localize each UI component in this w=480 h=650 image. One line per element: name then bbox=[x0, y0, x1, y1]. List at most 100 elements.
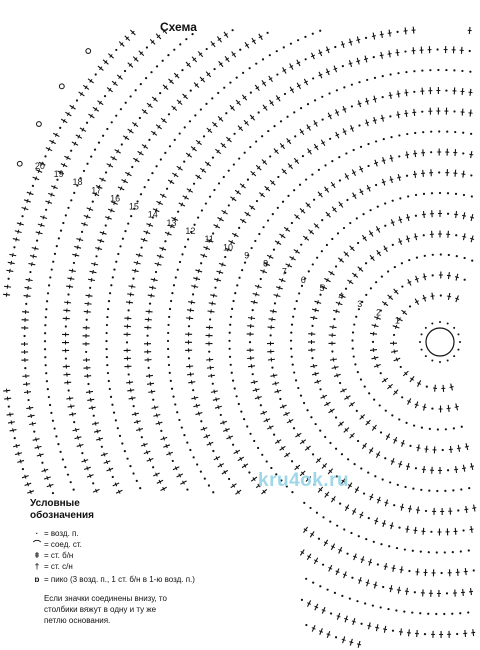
stitch-bar bbox=[376, 453, 381, 457]
stitch-bar bbox=[383, 628, 388, 631]
stitch-bar bbox=[387, 32, 392, 34]
chain-stitch bbox=[463, 278, 466, 281]
chain-stitch bbox=[189, 89, 192, 92]
chain-stitch bbox=[127, 373, 130, 376]
chain-stitch bbox=[334, 45, 337, 49]
chain-stitch bbox=[168, 145, 172, 148]
stitch-bar bbox=[294, 159, 299, 163]
chain-stitch bbox=[251, 308, 254, 312]
legend-item-slip: ⌒ = соед. ст. bbox=[30, 539, 290, 550]
chain-stitch bbox=[185, 38, 188, 41]
chain-stitch bbox=[305, 577, 308, 580]
chain-stitch bbox=[319, 29, 322, 32]
chain-stitch bbox=[317, 168, 320, 171]
chain-stitch bbox=[152, 466, 155, 469]
chain-stitch bbox=[336, 524, 339, 527]
stitch-bar bbox=[407, 507, 413, 510]
chain-stitch bbox=[118, 434, 122, 437]
stitch-bar bbox=[53, 185, 56, 190]
chain-stitch bbox=[116, 194, 119, 197]
chain-stitch bbox=[333, 591, 337, 594]
stitch-bar bbox=[291, 256, 295, 261]
chain-stitch bbox=[190, 230, 193, 234]
chain-stitch bbox=[365, 538, 368, 541]
stitch-bar bbox=[244, 43, 249, 47]
chain-stitch bbox=[307, 270, 310, 273]
stitch-bar bbox=[387, 53, 392, 55]
chain-stitch bbox=[321, 95, 324, 98]
stitch-bar bbox=[192, 146, 196, 151]
chain-stitch bbox=[367, 517, 370, 520]
chain-stitch bbox=[126, 457, 129, 460]
chain-stitch bbox=[270, 466, 273, 470]
chain-stitch bbox=[459, 341, 461, 343]
chain-stitch bbox=[427, 551, 430, 554]
stitch-bar bbox=[169, 79, 173, 84]
stitch-bar bbox=[213, 122, 217, 127]
stitch-bar bbox=[168, 451, 171, 456]
chain-stitch bbox=[181, 253, 184, 256]
chain-stitch bbox=[230, 371, 233, 374]
stitch-bar bbox=[454, 405, 459, 408]
stitch-bar bbox=[345, 506, 350, 510]
chain-stitch bbox=[173, 138, 176, 141]
chain-stitch bbox=[254, 239, 257, 243]
chain-stitch bbox=[31, 184, 35, 187]
stitch-bar bbox=[216, 277, 219, 282]
stitch-bar bbox=[360, 415, 364, 419]
chain-stitch bbox=[329, 137, 332, 140]
stitch-bar bbox=[325, 48, 330, 51]
stitch-bar bbox=[197, 268, 200, 273]
chain-stitch bbox=[439, 294, 442, 297]
stitch-bar bbox=[410, 377, 414, 381]
single-crochet-icon: ǂ bbox=[34, 551, 40, 560]
stitch-bar bbox=[325, 401, 329, 406]
stitch-bar bbox=[262, 410, 265, 415]
stitch-bar bbox=[348, 41, 353, 44]
chain-stitch bbox=[180, 426, 183, 429]
chain-stitch bbox=[384, 224, 387, 227]
stitch-bar bbox=[376, 498, 381, 502]
chain-stitch bbox=[369, 287, 373, 290]
chain-stitch bbox=[334, 636, 338, 639]
stitch-bar bbox=[75, 427, 77, 433]
stitch-bar bbox=[139, 151, 143, 156]
chain-stitch bbox=[93, 148, 97, 151]
chain-stitch bbox=[57, 237, 60, 240]
stitch-bar bbox=[314, 371, 317, 377]
chain-stitch bbox=[138, 116, 141, 120]
chain-stitch bbox=[374, 140, 378, 143]
stitch-bar bbox=[10, 260, 13, 265]
chain-stitch bbox=[219, 413, 222, 417]
chain-stitch bbox=[261, 135, 264, 138]
stitch-bar bbox=[32, 254, 35, 259]
chain-stitch bbox=[167, 113, 171, 116]
stitch-bar bbox=[280, 446, 285, 451]
chain-stitch bbox=[293, 111, 296, 114]
chain-stitch bbox=[380, 275, 383, 278]
chain-stitch bbox=[203, 477, 206, 480]
stitch-bar bbox=[112, 156, 116, 161]
chain-stitch bbox=[429, 69, 432, 72]
stitch-bar bbox=[334, 365, 337, 370]
stitch-bar bbox=[255, 387, 258, 392]
chain-stitch bbox=[339, 502, 342, 505]
stitch-bar bbox=[117, 489, 121, 494]
chain-stitch bbox=[384, 409, 387, 412]
stitch-bar bbox=[251, 39, 256, 43]
stitch-bar bbox=[376, 363, 379, 368]
stitch-bar bbox=[341, 479, 346, 483]
stitch-bar bbox=[165, 444, 168, 449]
chain-stitch bbox=[380, 543, 383, 546]
chain-stitch bbox=[420, 488, 423, 491]
stitch-bar bbox=[208, 441, 212, 446]
chain-stitch bbox=[367, 471, 370, 474]
chain-stitch bbox=[132, 405, 135, 408]
chain-stitch bbox=[419, 341, 421, 343]
stitch-bar bbox=[278, 285, 281, 290]
stitch-bar bbox=[133, 122, 137, 127]
chain-stitch bbox=[439, 321, 441, 323]
chain-stitch bbox=[436, 489, 439, 493]
chain-stitch bbox=[229, 363, 232, 366]
chain-stitch bbox=[86, 162, 89, 165]
